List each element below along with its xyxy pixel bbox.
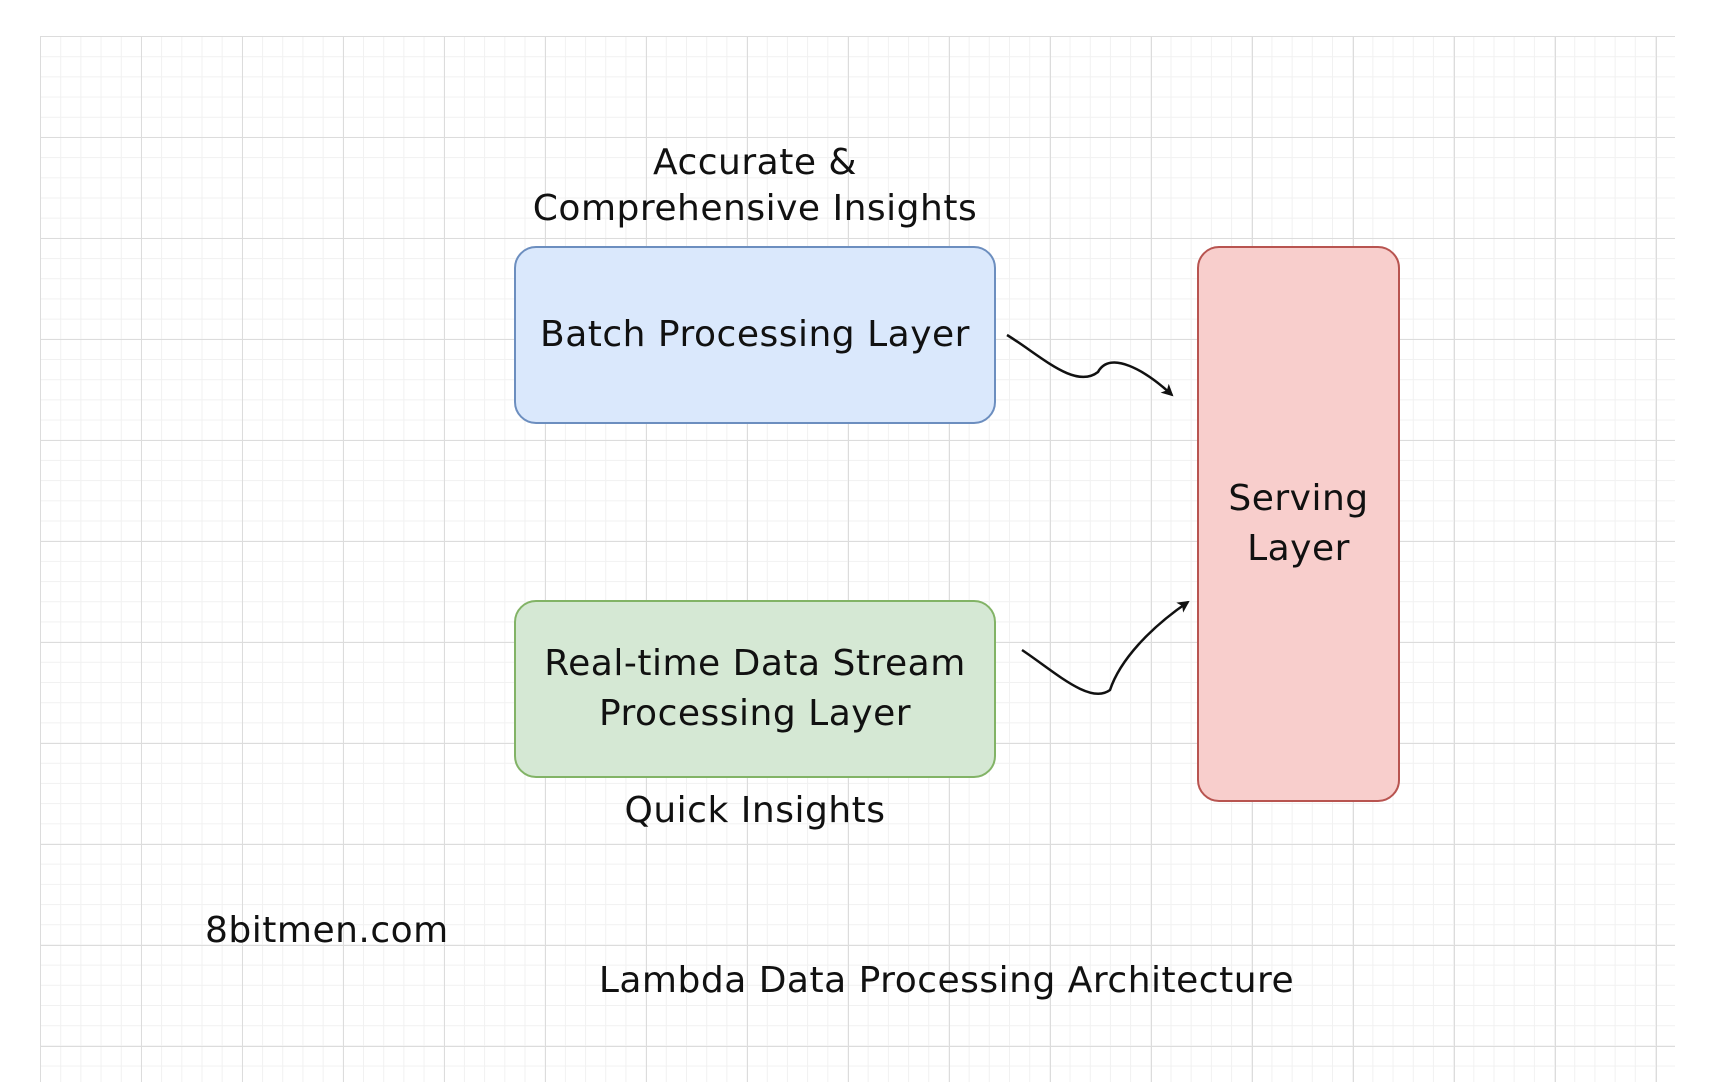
serving-label-line-2: Layer xyxy=(1247,528,1350,569)
serving-label-line-1: Serving xyxy=(1228,478,1369,519)
stream-to-serving-arrow xyxy=(1021,600,1190,696)
site-watermark: 8bitmen.com xyxy=(205,910,449,951)
serving-layer-node[interactable]: Serving Layer xyxy=(1197,246,1400,802)
stream-layer-caption: Quick Insights xyxy=(624,790,886,831)
stream-processing-layer-node[interactable]: Real-time Data Stream Processing Layer xyxy=(514,600,996,778)
diagram-title: Lambda Data Processing Architecture xyxy=(598,960,1295,1001)
batch-to-serving-arrow xyxy=(1006,333,1174,397)
batch-caption-line-2: Comprehensive Insights xyxy=(532,188,978,229)
batch-caption-line-1: Accurate & xyxy=(652,142,858,183)
batch-layer-caption: Accurate & Comprehensive Insights xyxy=(514,140,996,232)
background-grid xyxy=(40,36,1675,1082)
stream-label-line-1: Real-time Data Stream xyxy=(544,643,966,684)
stream-label-line-2: Processing Layer xyxy=(598,693,912,734)
batch-processing-layer-node[interactable]: Batch Processing Layer xyxy=(514,246,996,424)
batch-processing-layer-label: Batch Processing Layer xyxy=(540,314,970,355)
